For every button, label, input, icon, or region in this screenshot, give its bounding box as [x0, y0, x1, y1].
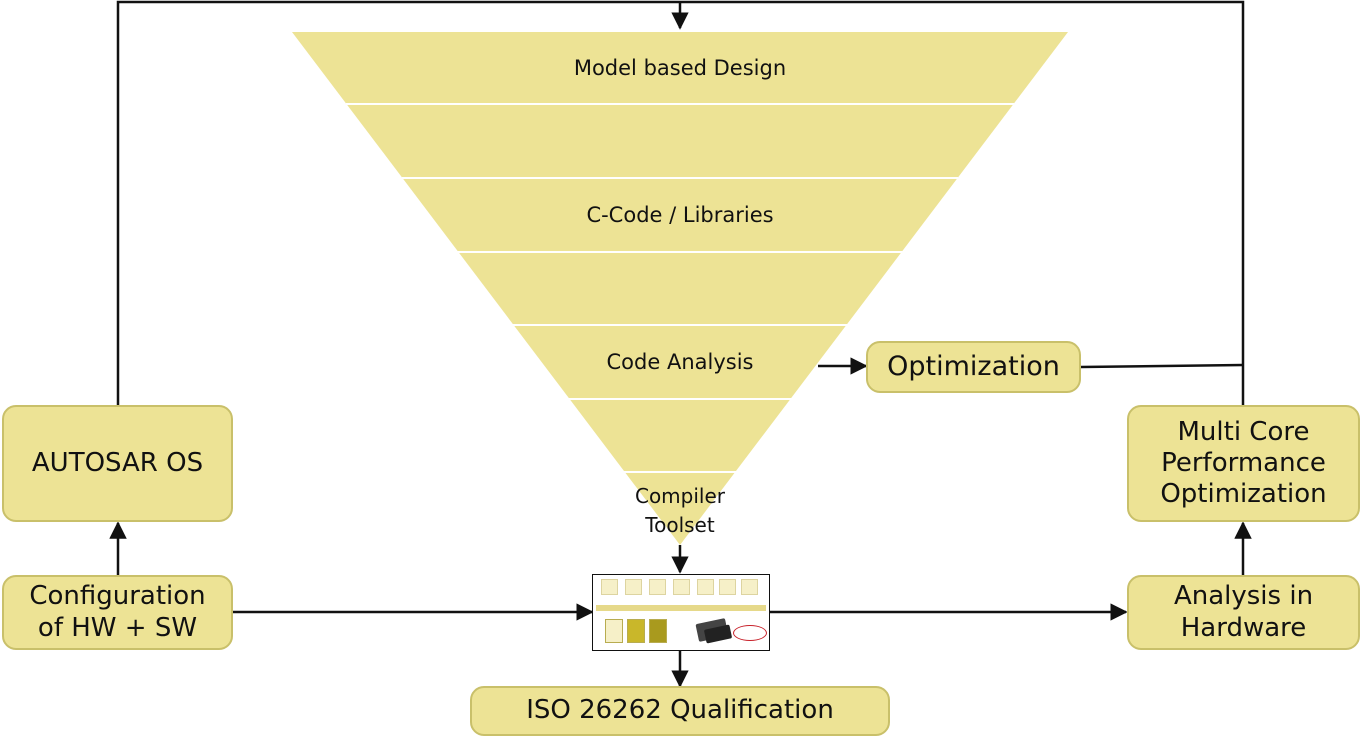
iso-26262-label: ISO 26262 Qualification: [526, 695, 834, 726]
compiler-toolset-label: Compiler Toolset: [634, 484, 726, 537]
model-based-design-label: Model based Design: [573, 56, 787, 80]
funnel-bands: [346, 103, 1014, 473]
vendor-logo-icon: [733, 625, 767, 641]
multi-core-box: Multi Core Performance Optimization: [1127, 405, 1360, 522]
analysis-hardware-label: Analysis in Hardware: [1173, 581, 1314, 643]
optimization-label: Optimization: [887, 350, 1060, 382]
hardware-architecture-thumbnail: [592, 574, 770, 651]
mini-block: [741, 579, 758, 595]
mini-block: [697, 579, 714, 595]
autosar-os-box: AUTOSAR OS: [2, 405, 233, 522]
connectors: [109, 0, 1252, 688]
mini-memory-block: [649, 619, 667, 643]
optimization-box: Optimization: [866, 341, 1081, 393]
autosar-os-label: AUTOSAR OS: [31, 447, 204, 478]
design-funnel: [292, 32, 1068, 545]
configuration-box: Configuration of HW + SW: [2, 575, 233, 650]
analysis-hardware-box: Analysis in Hardware: [1127, 575, 1360, 650]
mini-block: [673, 579, 690, 595]
mini-block: [601, 579, 618, 595]
c-code-libraries-label: C-Code / Libraries: [586, 203, 774, 227]
mini-memory-block: [605, 619, 623, 643]
mini-memory-block: [627, 619, 645, 643]
multi-core-label: Multi Core Performance Optimization: [1160, 416, 1327, 510]
mini-block: [625, 579, 642, 595]
mini-bus: [596, 605, 766, 611]
configuration-label: Configuration of HW + SW: [29, 581, 206, 643]
mini-block: [649, 579, 666, 595]
iso-26262-box: ISO 26262 Qualification: [470, 686, 890, 736]
code-analysis-label: Code Analysis: [606, 350, 754, 374]
mini-block: [719, 579, 736, 595]
